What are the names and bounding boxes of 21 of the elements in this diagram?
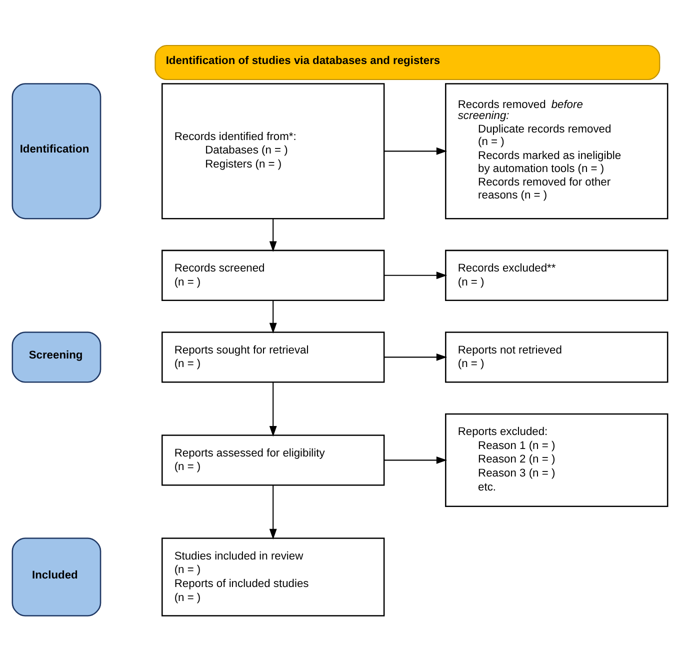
arrow	[384, 353, 448, 361]
node-box: Records screened (n = )	[161, 250, 385, 301]
node-box: Identification	[12, 83, 102, 220]
node-box: Reports not retrieved (n = )	[445, 332, 668, 383]
node-box: Records identified from*: Databases (n = ) Registers (n = )	[161, 83, 385, 220]
node-box: Studies included in review (n = ) Reports of included studies (n = )	[161, 538, 385, 616]
node-box: Reports excluded: Reason 1 (n = ) Reason 2 (n = ) Reason 3 (n = ) etc.	[445, 413, 668, 508]
node-box: Screening	[12, 332, 102, 383]
arrow	[269, 300, 277, 334]
arrow	[384, 147, 448, 155]
arrow	[269, 218, 277, 252]
node-box: Records excluded** (n = )	[445, 250, 668, 301]
node-box: Included	[12, 538, 102, 616]
diagram-title: Identification of studies via databases and registers	[166, 54, 440, 67]
node-box: Reports sought for retrieval (n = )	[161, 332, 385, 383]
node-box: Records removed before screening: Duplicate records removed (n = ) Records marked as ineligible by automation tools (n = ) Records removed for other reasons (n = )	[445, 83, 668, 220]
arrow	[269, 382, 277, 437]
arrow	[269, 485, 277, 540]
arrow	[384, 456, 448, 464]
arrow	[384, 272, 448, 280]
node-box: Reports assessed for eligibility (n = )	[161, 434, 385, 486]
